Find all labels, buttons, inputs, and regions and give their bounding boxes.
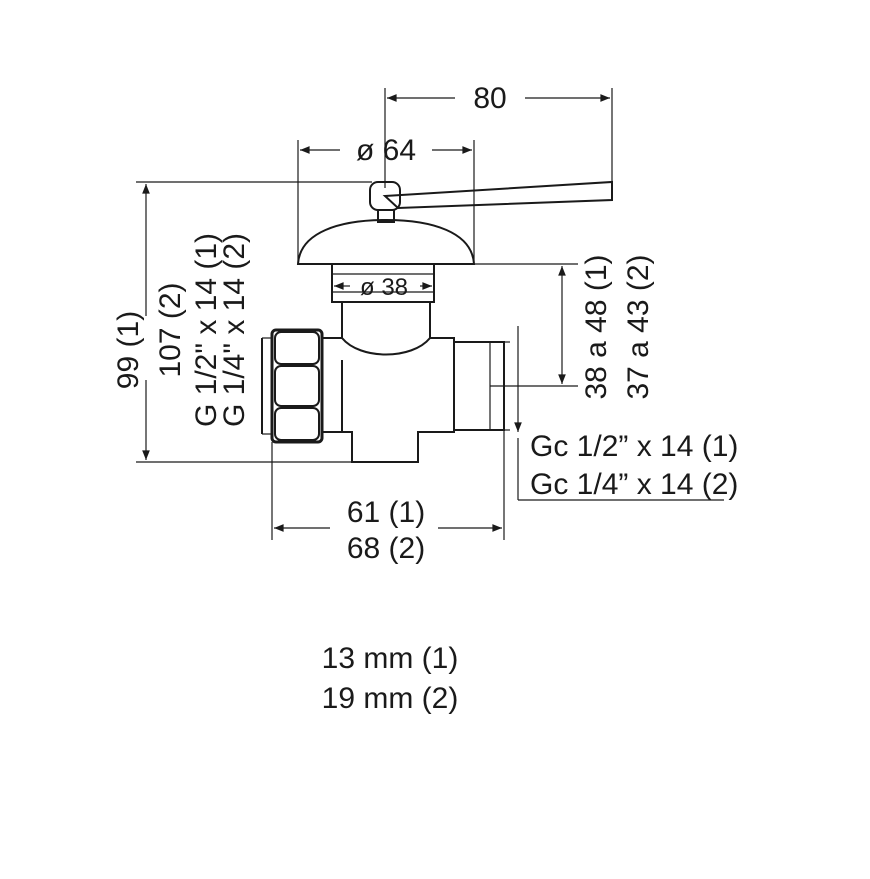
bore-notes: 13 mm (1) 19 mm (2) <box>322 642 459 715</box>
dim-stem-range-1: 38 a 48 (1) <box>580 254 613 399</box>
dimension-lines <box>136 88 724 540</box>
dim-height-1: 99 (1) <box>112 311 145 389</box>
dim-thread-g-1: G 1/2" x 14 (1) <box>190 233 223 427</box>
note-bore-2: 19 mm (2) <box>322 682 459 715</box>
valve-body <box>261 180 613 463</box>
dim-length-1: 61 (1) <box>347 496 425 529</box>
dimension-labels: 80 ø 64 ø 38 99 (1) 107 (2) G 1/2" x 14 … <box>112 82 738 565</box>
dim-height-2: 107 (2) <box>154 282 187 377</box>
dim-thread-g-2: G 1/4" x 14 (2) <box>218 233 251 427</box>
dim-width-overall: 80 <box>473 82 506 115</box>
dim-stem-diameter: ø 38 <box>360 274 408 301</box>
dome-cap <box>296 218 476 265</box>
note-bore-1: 13 mm (1) <box>322 642 459 675</box>
hex-nut <box>261 328 324 444</box>
dim-thread-gc-1: Gc 1/2” x 14 (1) <box>530 430 738 463</box>
lever-handle <box>382 180 613 210</box>
dim-thread-gc-2: Gc 1/4” x 14 (2) <box>530 468 738 501</box>
dim-stem-range-2: 37 a 43 (2) <box>622 254 655 399</box>
lever-neck <box>377 209 395 223</box>
stem-collar <box>331 263 435 303</box>
dim-handle-diameter: ø 64 <box>356 134 416 167</box>
dim-length-2: 68 (2) <box>347 532 425 565</box>
